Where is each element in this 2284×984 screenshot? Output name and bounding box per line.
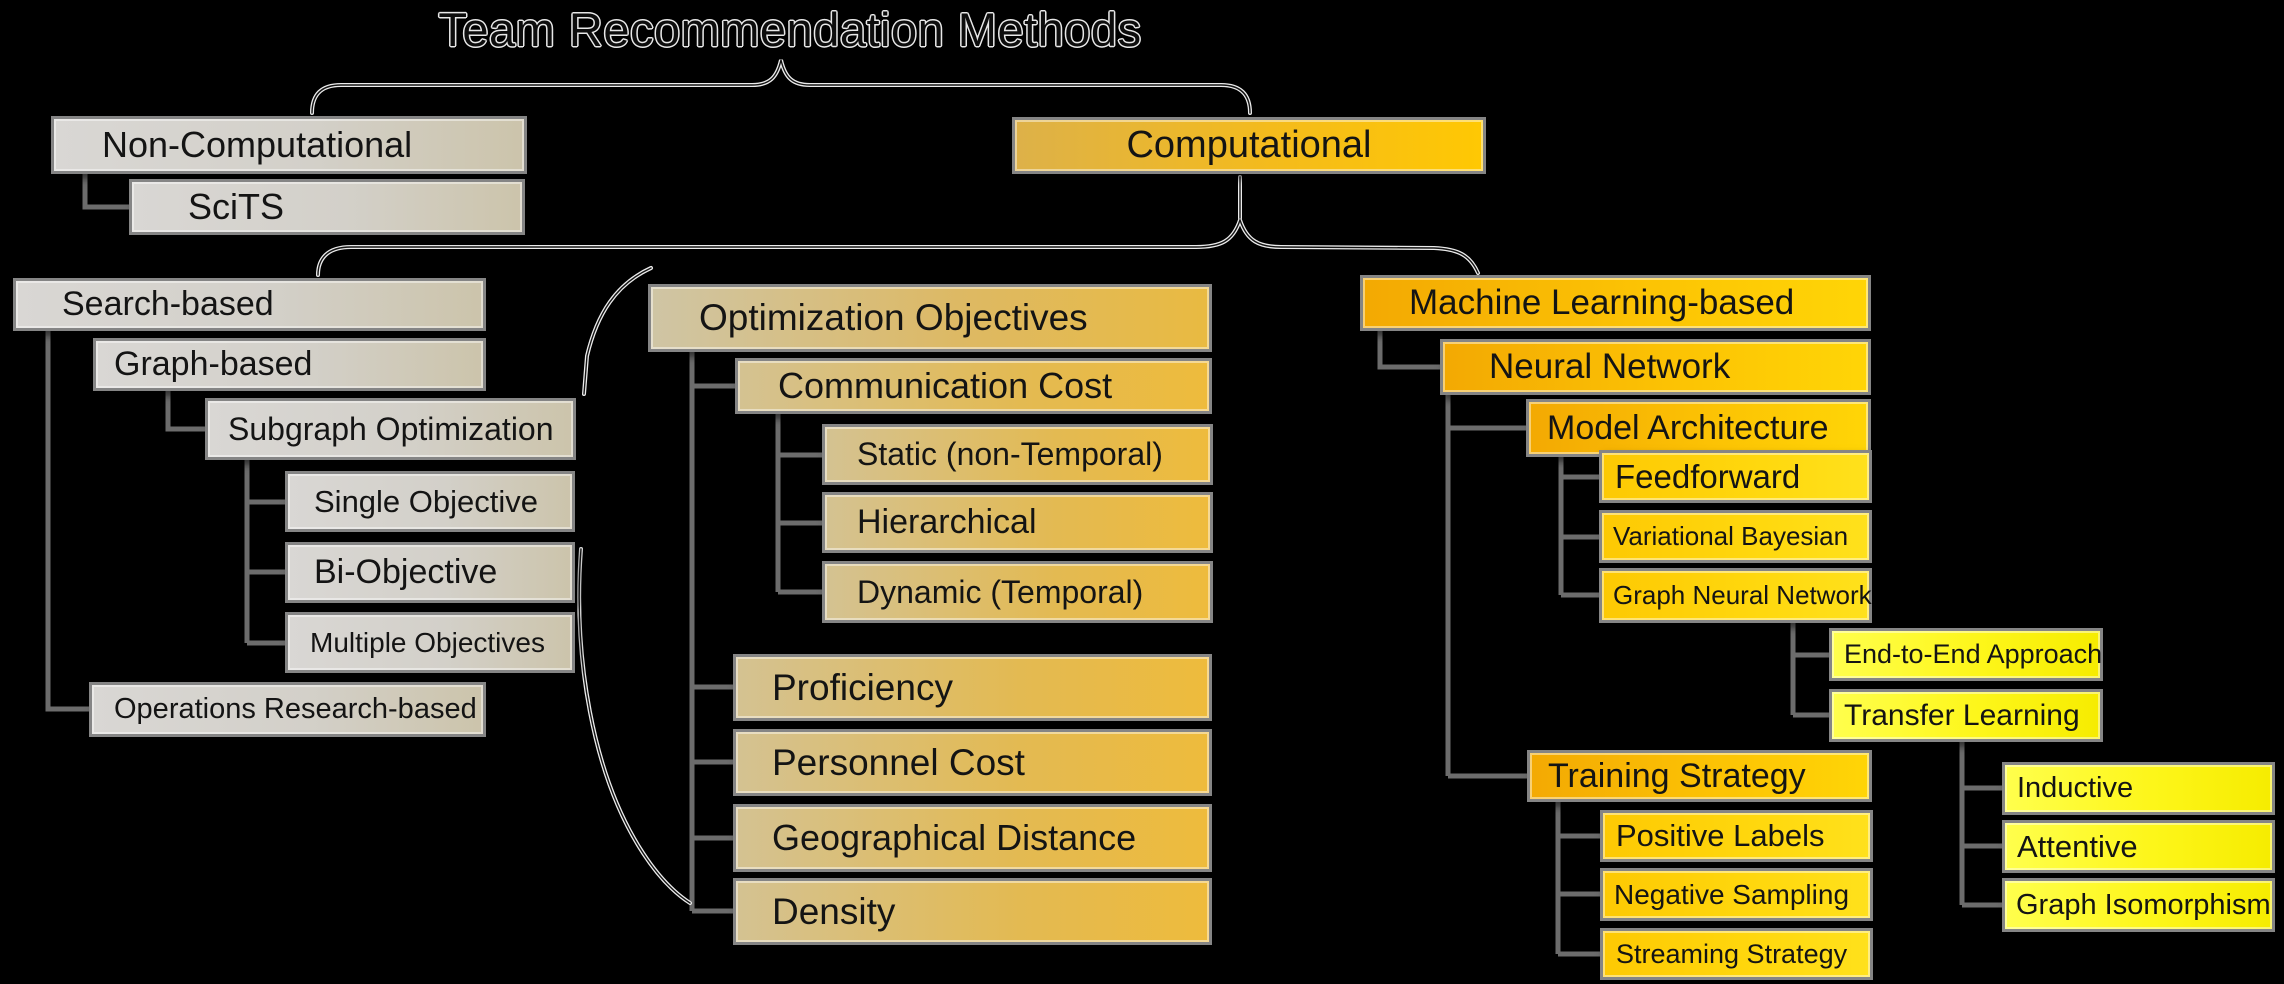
node-end-to-end-approach: End-to-End Approach	[1829, 628, 2103, 681]
diagram-title: Team Recommendation Methods	[438, 3, 1142, 56]
node-graph-isomorphism: Graph Isomorphism	[2002, 878, 2275, 932]
node-subgraph-optimization: Subgraph Optimization	[205, 398, 576, 460]
node-variational-bayesian: Variational Bayesian	[1599, 510, 1872, 563]
node-scits: SciTS	[129, 179, 525, 235]
node-graph-neural-network: Graph Neural Network	[1599, 568, 1872, 623]
brace-objectives-column	[577, 266, 692, 905]
node-negative-sampling: Negative Sampling	[1600, 868, 1873, 921]
node-transfer-learning: Transfer Learning	[1829, 689, 2103, 742]
node-bi-objective: Bi-Objective	[285, 542, 575, 603]
node-search-based: Search-based	[13, 278, 486, 331]
brace-computational	[316, 175, 1480, 277]
node-neural-network: Neural Network	[1440, 339, 1871, 395]
node-proficiency: Proficiency	[733, 654, 1212, 721]
node-non-computational: Non-Computational	[51, 116, 527, 174]
node-streaming-strategy: Streaming Strategy	[1600, 928, 1873, 980]
node-attentive: Attentive	[2002, 820, 2275, 873]
elbow-connectors	[45, 172, 2002, 957]
node-multiple-objectives: Multiple Objectives	[285, 612, 575, 673]
node-operations-research: Operations Research-based	[89, 682, 486, 737]
brace-title	[310, 59, 1252, 115]
node-feedforward: Feedforward	[1599, 450, 1872, 503]
node-communication-cost: Communication Cost	[735, 358, 1212, 414]
node-personnel-cost: Personnel Cost	[733, 729, 1212, 796]
node-static-non-temporal: Static (non-Temporal)	[822, 424, 1213, 485]
node-density: Density	[733, 878, 1212, 945]
node-single-objective: Single Objective	[285, 471, 575, 532]
node-positive-labels: Positive Labels	[1600, 810, 1873, 862]
node-inductive: Inductive	[2002, 762, 2275, 815]
node-geographical-distance: Geographical Distance	[733, 804, 1212, 872]
node-hierarchical: Hierarchical	[822, 492, 1213, 553]
node-training-strategy: Training Strategy	[1527, 750, 1872, 802]
node-machine-learning-based: Machine Learning-based	[1360, 275, 1871, 331]
node-model-architecture: Model Architecture	[1526, 399, 1871, 457]
node-computational: Computational	[1012, 117, 1486, 174]
node-optimization-objectives: Optimization Objectives	[648, 284, 1212, 352]
node-dynamic-temporal: Dynamic (Temporal)	[822, 561, 1213, 623]
node-graph-based: Graph-based	[93, 338, 486, 391]
